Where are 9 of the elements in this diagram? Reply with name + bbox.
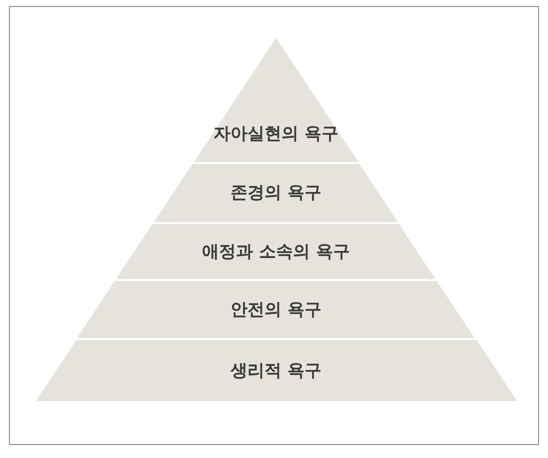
level-label: 생리적 욕구 bbox=[230, 360, 322, 382]
pyramid-level bbox=[36, 340, 516, 401]
level-label: 자아실현의 욕구 bbox=[214, 123, 338, 145]
level-label: 안전의 욕구 bbox=[230, 298, 322, 320]
pyramid-level bbox=[154, 164, 398, 222]
pyramid-top-level bbox=[194, 38, 358, 162]
level-label: 애정과 소속의 욕구 bbox=[202, 240, 350, 262]
pyramid-level bbox=[116, 224, 436, 279]
level-label: 존경의 욕구 bbox=[230, 182, 322, 204]
